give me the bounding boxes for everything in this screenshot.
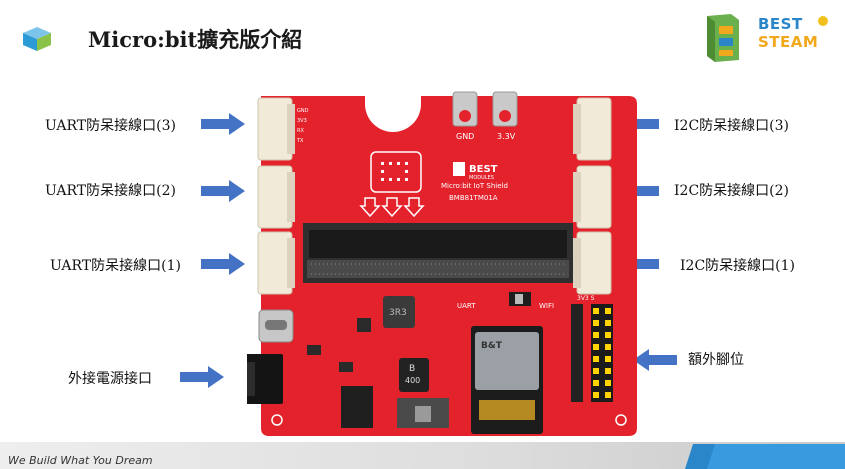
footer-tagline: We Build What You Dream	[8, 454, 153, 467]
brand-sub-text: MODULES	[469, 175, 494, 181]
label-uart-2: UART防呆接線口(2)	[45, 183, 176, 199]
arrow-right-icon	[201, 253, 245, 275]
pin-label: 3V3	[297, 118, 307, 124]
v33-label: 3.3V	[497, 132, 516, 141]
capacitor-b-label: B	[409, 364, 415, 374]
pin-header-label: 3V3 S	[577, 295, 595, 302]
cube-icon	[23, 27, 51, 51]
uart-connector-1	[257, 231, 295, 295]
footer-accent	[685, 444, 845, 469]
shield-name: Micro:bit IoT Shield	[441, 182, 508, 190]
i2c-connector-1	[573, 231, 612, 295]
label-uart-3: UART防呆接線口(3)	[45, 118, 176, 134]
label-extra-pins: 額外腳位	[688, 352, 744, 368]
label-external-power: 外接電源接口	[68, 371, 152, 387]
logo-best-text: BEST	[758, 15, 803, 33]
best-steam-logo	[707, 14, 828, 62]
uart-tag: UART	[457, 302, 476, 310]
uart-connector-2	[257, 165, 295, 229]
module-brand: B&T	[481, 341, 503, 351]
arrow-left-icon	[633, 349, 677, 371]
regulator	[341, 386, 373, 428]
dc-power-jack	[247, 354, 283, 404]
microbit-icon	[370, 151, 422, 193]
inductor	[383, 296, 415, 328]
pin-label: GND	[297, 108, 309, 114]
arrow-right-icon	[201, 180, 245, 202]
gnd-label: GND	[456, 132, 474, 141]
brand-icon	[453, 162, 465, 176]
i2c-connector-2	[573, 165, 612, 229]
pin-label: RX	[297, 128, 304, 134]
arrow-right-icon	[180, 366, 224, 388]
capacitor-label: 400	[405, 376, 420, 385]
page-title: Micro:bit擴充版介紹	[88, 27, 303, 52]
arrow-right-icon	[201, 113, 245, 135]
brand-text: BEST	[469, 164, 498, 175]
wifi-tag: WIFI	[539, 302, 554, 310]
inductor-label: 3R3	[389, 308, 407, 318]
label-i2c-3: I2C防呆接線口(3)	[674, 118, 789, 134]
label-i2c-1: I2C防呆接線口(1)	[680, 258, 795, 274]
i2c-connector-3	[573, 97, 612, 161]
label-uart-1: UART防呆接線口(1)	[50, 258, 181, 274]
pin-label: TX	[296, 138, 304, 144]
uart-connector-3	[257, 97, 295, 161]
wifi-module: B&T	[471, 326, 543, 434]
microbit-edge-connector	[303, 223, 573, 283]
pin-header	[571, 304, 613, 402]
model-number: BMB81TM01A	[449, 194, 498, 202]
logo-steam-text: STEAM	[758, 33, 819, 51]
capacitor	[399, 358, 429, 392]
down-arrows-icon	[359, 197, 425, 218]
microbit-shield-board: GND 3.3V GND 3V3 RX TX	[247, 91, 637, 436]
label-i2c-2: I2C防呆接線口(2)	[674, 183, 789, 199]
